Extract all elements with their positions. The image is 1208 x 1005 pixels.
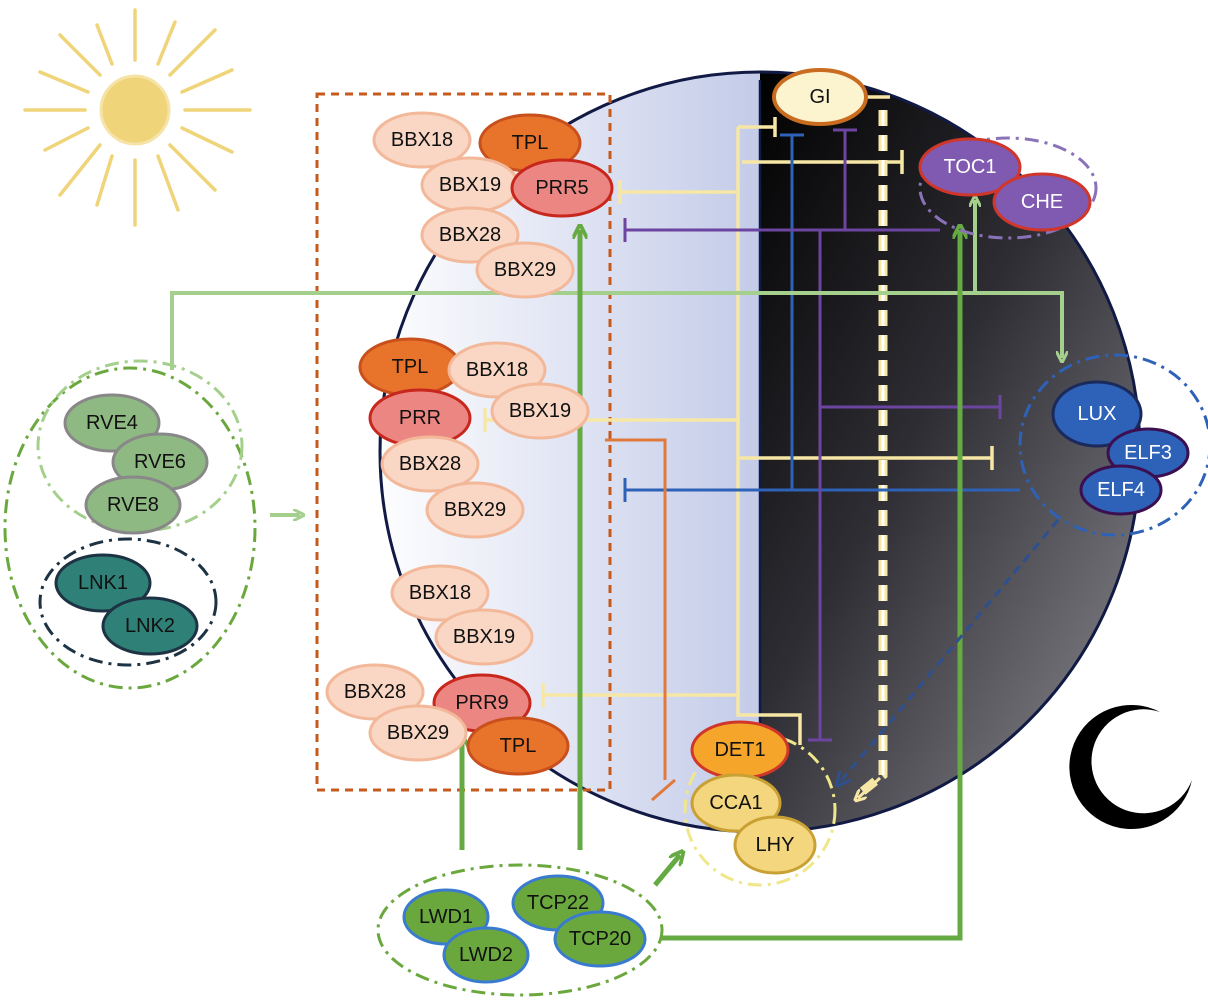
lux-label: LUX: [1078, 403, 1117, 425]
tcp22-label: TCP22: [527, 892, 589, 914]
blue-inhibition-lines: [623, 133, 1020, 502]
bbx29-label-3: BBX29: [387, 722, 449, 744]
det1-label: DET1: [714, 739, 765, 761]
bbx28-label-1: BBX28: [439, 224, 501, 246]
lwd2-label: LWD2: [459, 944, 513, 966]
lnk1-label: LNK1: [78, 572, 128, 594]
bbx18-label-3: BBX18: [409, 582, 471, 604]
toc1-group: TOC1 CHE: [918, 137, 1092, 232]
ec-group-outline: [1018, 353, 1208, 537]
lnk-group: LNK1 LNK2: [54, 553, 199, 656]
toc-group-outline: [918, 136, 1098, 240]
che-label: CHE: [1021, 191, 1063, 213]
rve4-label: RVE4: [86, 412, 138, 434]
ec-to-cca1-arrow: [840, 519, 1060, 782]
prr-group: TPL BBX18 PRR BBX19 BBX28 BBX29: [358, 337, 590, 539]
prr5-label: PRR5: [535, 177, 588, 199]
lwd1-label: LWD1: [419, 906, 473, 928]
prr5-group: BBX18 TPL BBX19 PRR5 BBX28 BBX29: [372, 111, 614, 299]
bbx19-label-1: BBX19: [439, 174, 501, 196]
bbx29-label-2: BBX29: [444, 499, 506, 521]
lnk-group-outline: [38, 537, 218, 667]
bbx19-label-2: BBX19: [509, 400, 571, 422]
bottom-group-outline: [376, 863, 664, 997]
tpl-label-3: TPL: [500, 735, 537, 757]
gi-label: GI: [809, 86, 830, 108]
prr-label: PRR: [399, 407, 441, 429]
tpl-label-1: TPL: [512, 132, 549, 154]
cca1-label: CCA1: [709, 792, 762, 814]
rve8-label: RVE8: [107, 494, 159, 516]
prr9-label: PRR9: [455, 692, 508, 714]
morning-complex-group: DET1 CCA1 LHY: [690, 720, 817, 875]
lwd-tcp-group: LWD1 TCP22 LWD2 TCP20: [402, 874, 647, 984]
rve6-label: RVE6: [134, 451, 186, 473]
moon-icon: [1069, 704, 1192, 829]
elf3-label: ELF3: [1124, 442, 1172, 464]
bbx18-label-2: BBX18: [466, 359, 528, 381]
toc1-label: TOC1: [944, 156, 997, 178]
bbx28-label-2: BBX28: [399, 453, 461, 475]
lhy-label: LHY: [756, 834, 795, 856]
lnk2-label: LNK2: [125, 615, 175, 637]
rve-group: RVE4 RVE6 RVE8: [63, 393, 209, 535]
bbx28-label-3: BBX28: [344, 681, 406, 703]
bbx19-label-3: BBX19: [453, 626, 515, 648]
bbx18-label-1: BBX18: [391, 129, 453, 151]
gi-node: GI: [772, 68, 868, 126]
bbx29-label-1: BBX29: [494, 259, 556, 281]
light-green-arrows: [170, 200, 1062, 515]
tpl-label-2: TPL: [392, 356, 429, 378]
green-activation-arrows: [462, 230, 960, 941]
evening-complex-group: LUX ELF3 ELF4: [1051, 380, 1190, 516]
tcp20-label: TCP20: [569, 928, 631, 950]
orange-inhibition-line: [605, 438, 676, 802]
elf4-label: ELF4: [1097, 479, 1145, 501]
toc1-inhibition-lines: [623, 128, 1002, 742]
sun-icon: [23, 8, 252, 227]
prr9-group: BBX18 BBX19 BBX28 PRR9 BBX29 TPL: [325, 564, 570, 776]
rve-lnk-group-outline: [3, 366, 257, 690]
gi-to-cca1-arrow: [858, 776, 882, 798]
